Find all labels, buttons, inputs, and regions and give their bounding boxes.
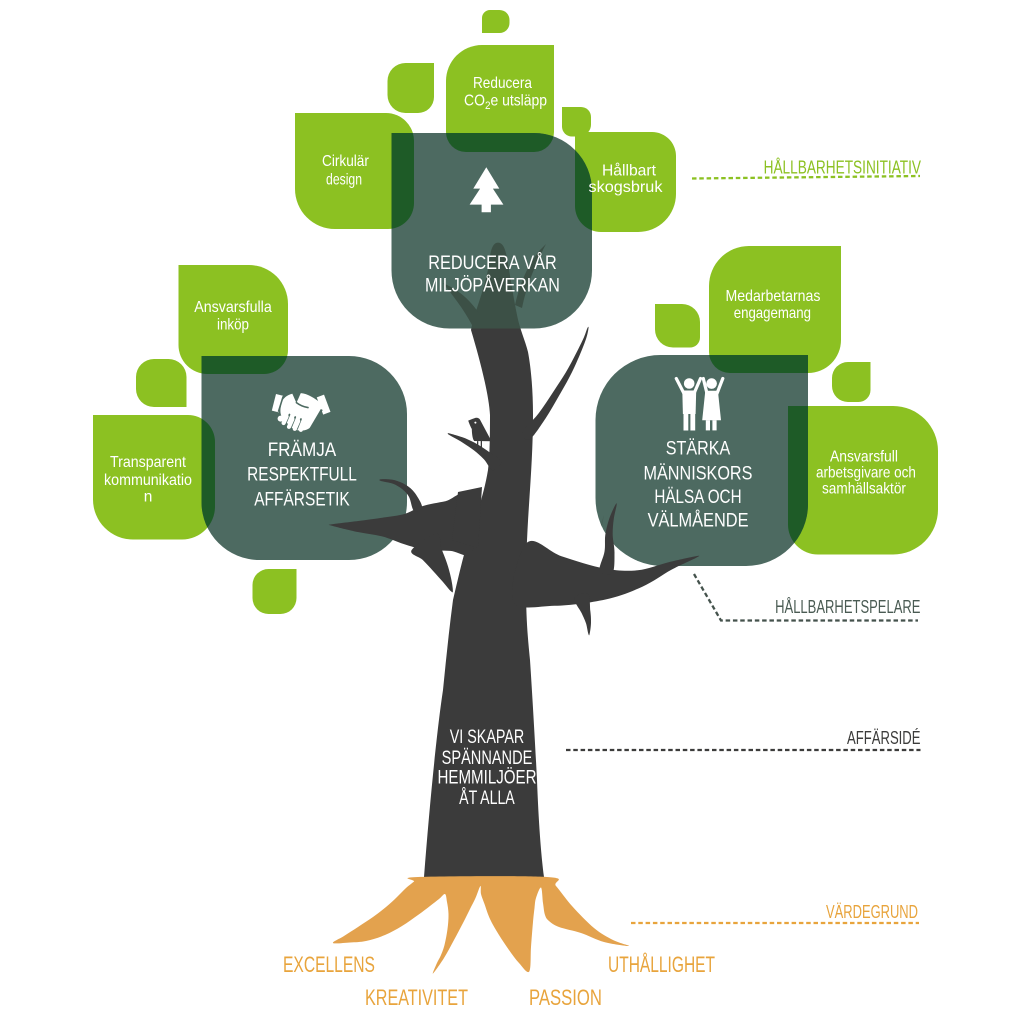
- svg-text:HÄLSA OCH: HÄLSA OCH: [654, 485, 741, 507]
- svg-text:HEMMILJÖER: HEMMILJÖER: [438, 766, 537, 788]
- svg-text:KREATIVITET: KREATIVITET: [365, 985, 468, 1010]
- svg-text:FRÄMJA: FRÄMJA: [268, 439, 337, 460]
- svg-text:AFFÄRSIDÉ: AFFÄRSIDÉ: [847, 727, 920, 749]
- svg-text:Hållbart: Hållbart: [602, 162, 657, 180]
- svg-text:Ansvarsfulla: Ansvarsfulla: [194, 299, 272, 316]
- svg-text:skogsbruk: skogsbruk: [589, 179, 663, 196]
- svg-text:VÄRDEGRUND: VÄRDEGRUND: [826, 902, 918, 923]
- svg-text:VÄLMÅENDE: VÄLMÅENDE: [648, 509, 749, 530]
- svg-text:Reducera: Reducera: [473, 75, 533, 92]
- svg-text:Medarbetarnas: Medarbetarnas: [726, 289, 821, 306]
- svg-text:SPÄNNANDE: SPÄNNANDE: [442, 747, 533, 768]
- svg-text:RESPEKTFULL: RESPEKTFULL: [247, 463, 357, 485]
- svg-text:PASSION: PASSION: [529, 986, 602, 1011]
- svg-text:engagemang: engagemang: [734, 305, 811, 322]
- svg-text:Ansvarsfull: Ansvarsfull: [830, 449, 898, 466]
- svg-text:ÅT ALLA: ÅT ALLA: [459, 787, 515, 809]
- svg-text:HÅLLBARHETSINITIATIV: HÅLLBARHETSINITIATIV: [764, 156, 922, 178]
- svg-text:kommunikatio: kommunikatio: [104, 473, 192, 490]
- svg-text:MILJÖPÅVERKAN: MILJÖPÅVERKAN: [425, 274, 560, 296]
- svg-text:UTHÅLLIGHET: UTHÅLLIGHET: [608, 951, 715, 978]
- svg-text:samhällsaktör: samhällsaktör: [822, 481, 906, 498]
- svg-text:EXCELLENS: EXCELLENS: [283, 952, 375, 978]
- svg-text:MÄNNISKORS: MÄNNISKORS: [643, 462, 752, 484]
- svg-text:inköp: inköp: [217, 317, 249, 334]
- svg-text:AFFÄRSETIK: AFFÄRSETIK: [254, 488, 350, 510]
- svg-text:STÄRKA: STÄRKA: [666, 437, 731, 459]
- svg-text:HÅLLBARHETSPELARE: HÅLLBARHETSPELARE: [775, 596, 920, 618]
- svg-text:CO2e utsläpp: CO2e utsläpp: [464, 93, 547, 112]
- svg-text:REDUCERA VÅR: REDUCERA VÅR: [428, 252, 556, 273]
- svg-text:Transparent: Transparent: [110, 454, 187, 471]
- svg-text:VI SKAPAR: VI SKAPAR: [450, 726, 524, 747]
- svg-text:arbetsgivare och: arbetsgivare och: [816, 465, 916, 482]
- svg-text:n: n: [144, 489, 153, 506]
- svg-text:design: design: [326, 170, 362, 188]
- svg-text:Cirkulär: Cirkulär: [322, 153, 369, 170]
